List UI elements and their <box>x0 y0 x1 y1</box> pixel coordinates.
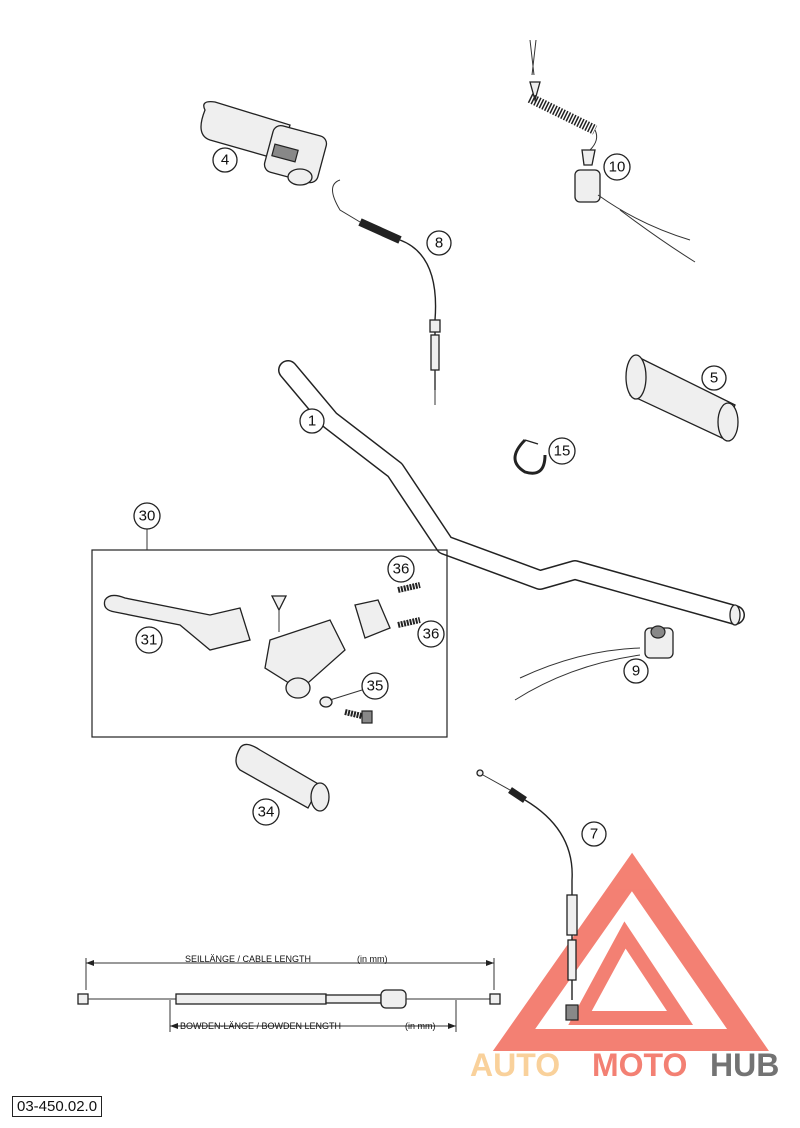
emergency-stop-part <box>527 39 696 263</box>
callout-clutch-assembly: 30 <box>133 502 161 530</box>
svg-text:30: 30 <box>139 508 156 525</box>
watermark-logo: AUTO MOTO HUB <box>470 852 779 1083</box>
svg-text:35: 35 <box>367 678 384 695</box>
cable-length-label: SEILLÄNGE / CABLE LENGTH <box>185 954 311 964</box>
callout-left-grip: 34 <box>252 798 280 826</box>
watermark-text-moto: MOTO <box>592 1047 687 1083</box>
cable-length-diagram: SEILLÄNGE / CABLE LENGTH (in mm) BOWDEN-… <box>77 954 501 1032</box>
throttle-cable-part <box>332 179 441 405</box>
callout-right-grip: 5 <box>701 365 727 391</box>
watermark-text-hub: HUB <box>710 1047 779 1083</box>
handlebar-part <box>278 360 745 626</box>
callout-clutch-lever: 31 <box>135 626 163 654</box>
svg-text:10: 10 <box>609 159 626 176</box>
cable-length-unit: (in mm) <box>357 954 388 964</box>
bowden-length-label: BOWDEN-LÄNGE / BOWDEN LENGTH <box>180 1021 341 1031</box>
left-grip-part <box>235 743 330 812</box>
svg-text:31: 31 <box>141 632 158 649</box>
callout-emergency-stop: 10 <box>603 153 631 181</box>
cable-tie-part <box>513 438 547 475</box>
clutch-lever-part <box>103 594 251 651</box>
clutch-cable-part <box>476 769 579 1021</box>
callout-clutch-cable: 7 <box>581 821 607 847</box>
clutch-assembly-frame <box>91 528 448 738</box>
watermark-text-auto: AUTO <box>470 1047 560 1083</box>
throttle-grip-part <box>200 101 328 186</box>
lever-bracket-part <box>264 582 421 724</box>
callout-kill-switch: 9 <box>623 658 649 684</box>
callout-screw-lower: 36 <box>417 620 445 648</box>
right-grip-part <box>625 354 739 442</box>
callout-throttle-cable: 8 <box>426 230 452 256</box>
svg-text:36: 36 <box>423 626 440 643</box>
svg-text:8: 8 <box>435 235 443 252</box>
callout-throttle-grip: 4 <box>212 147 238 173</box>
svg-text:1: 1 <box>308 413 316 430</box>
svg-text:34: 34 <box>258 804 275 821</box>
bowden-length-unit: (in mm) <box>405 1021 436 1031</box>
svg-text:15: 15 <box>554 443 571 460</box>
callout-washer: 35 <box>361 672 389 700</box>
svg-text:9: 9 <box>632 663 640 680</box>
callout-screw-upper: 36 <box>387 555 415 583</box>
document-number: 03-450.02.0 <box>12 1096 103 1117</box>
svg-text:4: 4 <box>221 152 229 169</box>
callout-cable-tie: 15 <box>548 437 576 465</box>
svg-text:36: 36 <box>393 561 410 578</box>
callout-handlebar: 1 <box>299 408 325 434</box>
svg-text:5: 5 <box>710 370 718 387</box>
kill-switch-part <box>514 625 674 701</box>
svg-text:7: 7 <box>590 826 598 843</box>
